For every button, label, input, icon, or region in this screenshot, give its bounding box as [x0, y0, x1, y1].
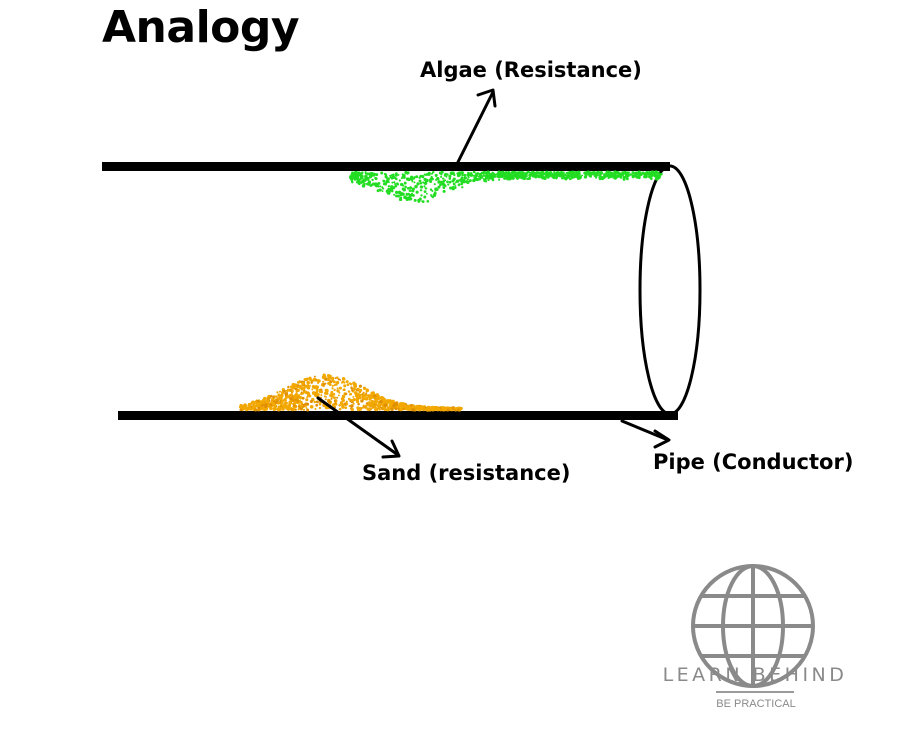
logo-name: LEARN BEHIND [662, 664, 848, 686]
sand-label: Sand (resistance) [362, 461, 571, 485]
logo-tagline: BE PRACTICAL [716, 698, 796, 710]
sand-arrow-icon [316, 396, 401, 459]
pipe-bottom-wall [118, 411, 678, 420]
pipe-label: Pipe (Conductor) [653, 450, 854, 474]
logo-divider [716, 691, 794, 693]
sand-deposit [238, 373, 463, 412]
algae-arrow-icon [453, 88, 497, 170]
globe-icon [691, 564, 815, 688]
algae-label: Algae (Resistance) [420, 58, 642, 82]
pipe-opening [638, 164, 702, 416]
algae-deposit [348, 170, 663, 203]
page-title: Analogy [102, 2, 300, 53]
pipe-arrow-icon [620, 419, 671, 449]
pipe-top-wall [102, 162, 670, 171]
